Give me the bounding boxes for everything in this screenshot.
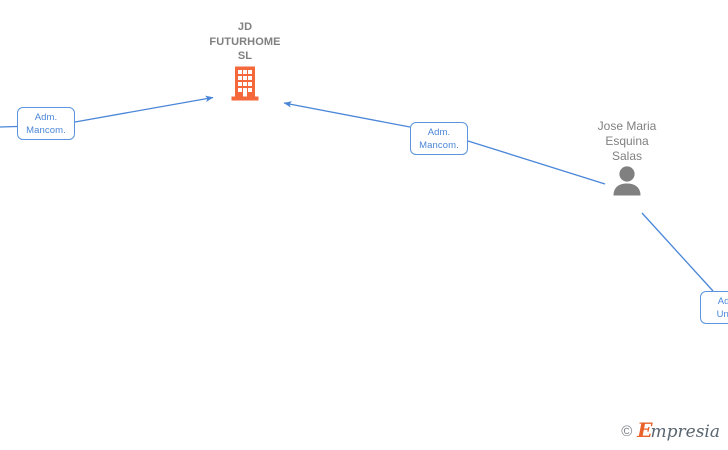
person-icon: [613, 166, 641, 196]
edge-label-adm-unico[interactable]: Adm. Unico: [700, 291, 728, 324]
node-company[interactable]: JD FUTURHOME SL: [181, 20, 309, 101]
edge-label-adm-mancom-right[interactable]: Adm. Mancom.: [410, 122, 468, 155]
watermark-empresia: © Empresia: [621, 420, 720, 442]
copyright-icon: ©: [621, 422, 633, 440]
building-icon: [231, 66, 259, 100]
node-person[interactable]: Jose Maria Esquina Salas: [566, 119, 688, 197]
watermark-brand-rest: mpresia: [650, 422, 721, 442]
watermark-brand-initial: E: [637, 418, 653, 442]
edge-label-adm-mancom-left[interactable]: Adm. Mancom.: [17, 107, 75, 140]
node-company-label: JD FUTURHOME SL: [209, 21, 281, 62]
edge-line-2b: [283, 101, 411, 128]
edge-line-3: [641, 212, 714, 292]
node-person-label: Jose Maria Esquina Salas: [597, 119, 657, 163]
edge-line-1a: [0, 125, 18, 128]
watermark-brand: Empresia: [637, 420, 720, 442]
edge-line-1b: [74, 95, 214, 123]
